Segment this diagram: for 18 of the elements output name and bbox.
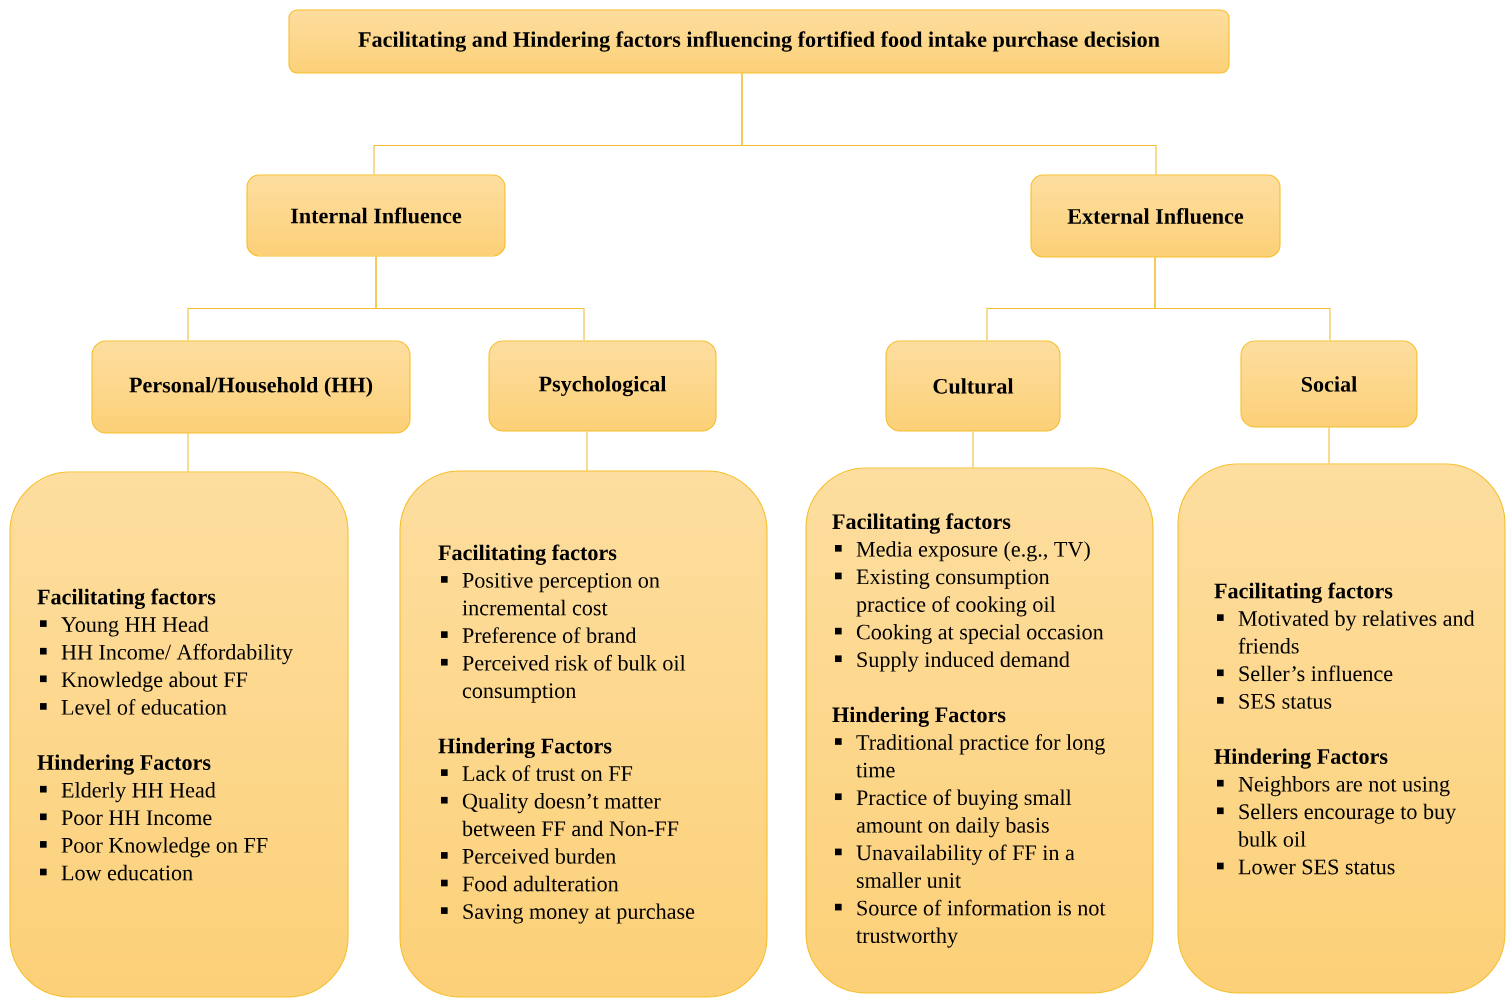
factor-list-box: Facilitating factors Young HH Head HH Income/ Affordability Knowledge about FF Level of education Hindering Factors Elderly HH Head Poor HH Income Poor Knowledge on FF Low education	[9, 471, 349, 998]
factor-list-box: Facilitating factors Motivated by relatives and friends Seller’s influence SES status Hindering Factors Neighbors are not using Sellers encourage to buy bulk oil Lower SES status	[1177, 463, 1506, 994]
category-box: Cultural	[885, 340, 1061, 432]
connector-line	[1154, 257, 1331, 341]
connector-line	[1328, 427, 1330, 464]
category-box: Social	[1240, 340, 1418, 428]
connector-line	[741, 73, 1157, 175]
connector-line	[187, 433, 189, 472]
title-box: Facilitating and Hindering factors influencing fortified food intake purchase decision	[288, 9, 1230, 74]
factor-list-box: Facilitating factors Media exposure (e.g., TV) Existing consumption practice of cooking oil Cooking at special occasion Supply induced demand Hindering Factors Traditional practice for long time Practice of buying small amount on daily basis Unavailability of FF in a smaller unit Source of information is not trustworthy	[805, 467, 1154, 994]
category-box: Internal Influence	[246, 174, 506, 257]
connector-line	[972, 431, 974, 468]
category-box: Psychological	[488, 340, 717, 432]
category-box: Personal/Household (HH)	[91, 340, 411, 434]
connector-line	[586, 431, 588, 471]
factor-list-box: Facilitating factors Positive perception on incremental cost Preference of brand Perceived risk of bulk oil consumption Hindering Factors Lack of trust on FF Quality doesn’t matter between FF and Non-FF Perceived burden Food adulteration Saving money at purchase	[399, 470, 768, 998]
category-box: External Influence	[1030, 174, 1281, 258]
connector-line	[375, 256, 585, 341]
